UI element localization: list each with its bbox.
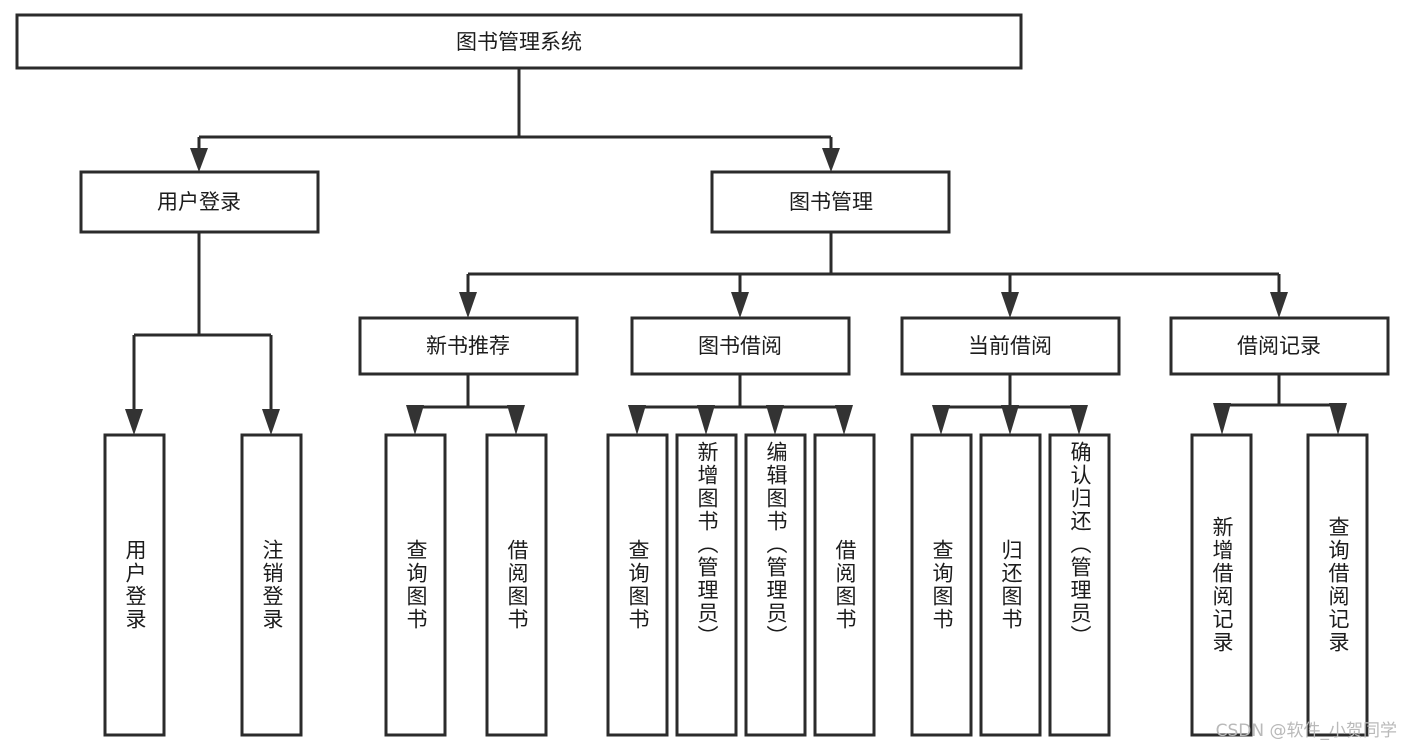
arrow-newbook-leaf-2 xyxy=(507,405,525,435)
leaf-box-bookborrow-borrow[interactable] xyxy=(813,433,876,737)
node-label-root: 图书管理系统 xyxy=(456,30,582,54)
arrow-bookmgmt-child-1 xyxy=(459,292,477,318)
node-box-root[interactable] xyxy=(15,13,1023,70)
node-label-current-borrow: 当前借阅 xyxy=(968,334,1052,358)
leaf-box-borrowrecord-add[interactable] xyxy=(1190,433,1253,737)
arrow-userlogin-child-1 xyxy=(125,409,143,435)
arrow-currentborrow-leaf-3 xyxy=(1070,405,1088,435)
node-box-book-management[interactable] xyxy=(710,170,951,234)
node-label-user-login: 用户登录 xyxy=(157,190,241,214)
arrow-bookmgmt-child-2 xyxy=(731,292,749,318)
arrow-bookborrow-leaf-4 xyxy=(835,405,853,435)
leaf-box-user-login-login[interactable] xyxy=(103,433,166,737)
node-label-book-management: 图书管理 xyxy=(789,190,873,214)
leaf-box-newbook-query[interactable] xyxy=(384,433,447,737)
connector-layer xyxy=(125,68,1347,435)
node-box-borrow-record[interactable] xyxy=(1169,316,1390,376)
leaf-box-currentborrow-confirm[interactable] xyxy=(1048,433,1111,737)
arrow-bookborrow-leaf-2 xyxy=(697,405,715,435)
node-layer: 图书管理系统 用户登录 图书管理 新书推荐 图书借阅 当前借阅 借阅记录 xyxy=(15,13,1390,737)
arrow-bookmgmt-child-4 xyxy=(1270,292,1288,318)
node-box-new-book-recommend[interactable] xyxy=(358,316,579,376)
arrow-root-to-user-login xyxy=(190,148,208,172)
node-box-book-borrow[interactable] xyxy=(630,316,851,376)
leaf-box-bookborrow-add[interactable] xyxy=(675,433,738,737)
leaf-box-newbook-borrow[interactable] xyxy=(485,433,548,737)
node-label-new-book-recommend: 新书推荐 xyxy=(426,334,510,358)
node-label-borrow-record: 借阅记录 xyxy=(1237,334,1321,358)
arrow-bookborrow-leaf-3 xyxy=(766,405,784,435)
arrow-borrowrecord-leaf-1 xyxy=(1213,403,1231,435)
leaf-box-currentborrow-return[interactable] xyxy=(979,433,1042,737)
leaf-box-bookborrow-query[interactable] xyxy=(606,433,669,737)
leaf-box-currentborrow-query[interactable] xyxy=(910,433,973,737)
arrow-currentborrow-leaf-2 xyxy=(1001,405,1019,435)
node-box-user-login[interactable] xyxy=(79,170,320,234)
node-label-book-borrow: 图书借阅 xyxy=(698,334,782,358)
arrow-newbook-leaf-1 xyxy=(406,405,424,435)
arrow-currentborrow-leaf-1 xyxy=(932,405,950,435)
leaf-box-user-login-logout[interactable] xyxy=(240,433,303,737)
arrow-root-to-book-mgmt xyxy=(822,148,840,172)
arrow-bookborrow-leaf-1 xyxy=(628,405,646,435)
arrow-borrowrecord-leaf-2 xyxy=(1329,403,1347,435)
node-box-current-borrow[interactable] xyxy=(900,316,1121,376)
leaf-box-borrowrecord-query[interactable] xyxy=(1306,433,1369,737)
arrow-userlogin-child-2 xyxy=(262,409,280,435)
arrow-bookmgmt-child-3 xyxy=(1001,292,1019,318)
leaf-box-bookborrow-edit[interactable] xyxy=(744,433,807,737)
